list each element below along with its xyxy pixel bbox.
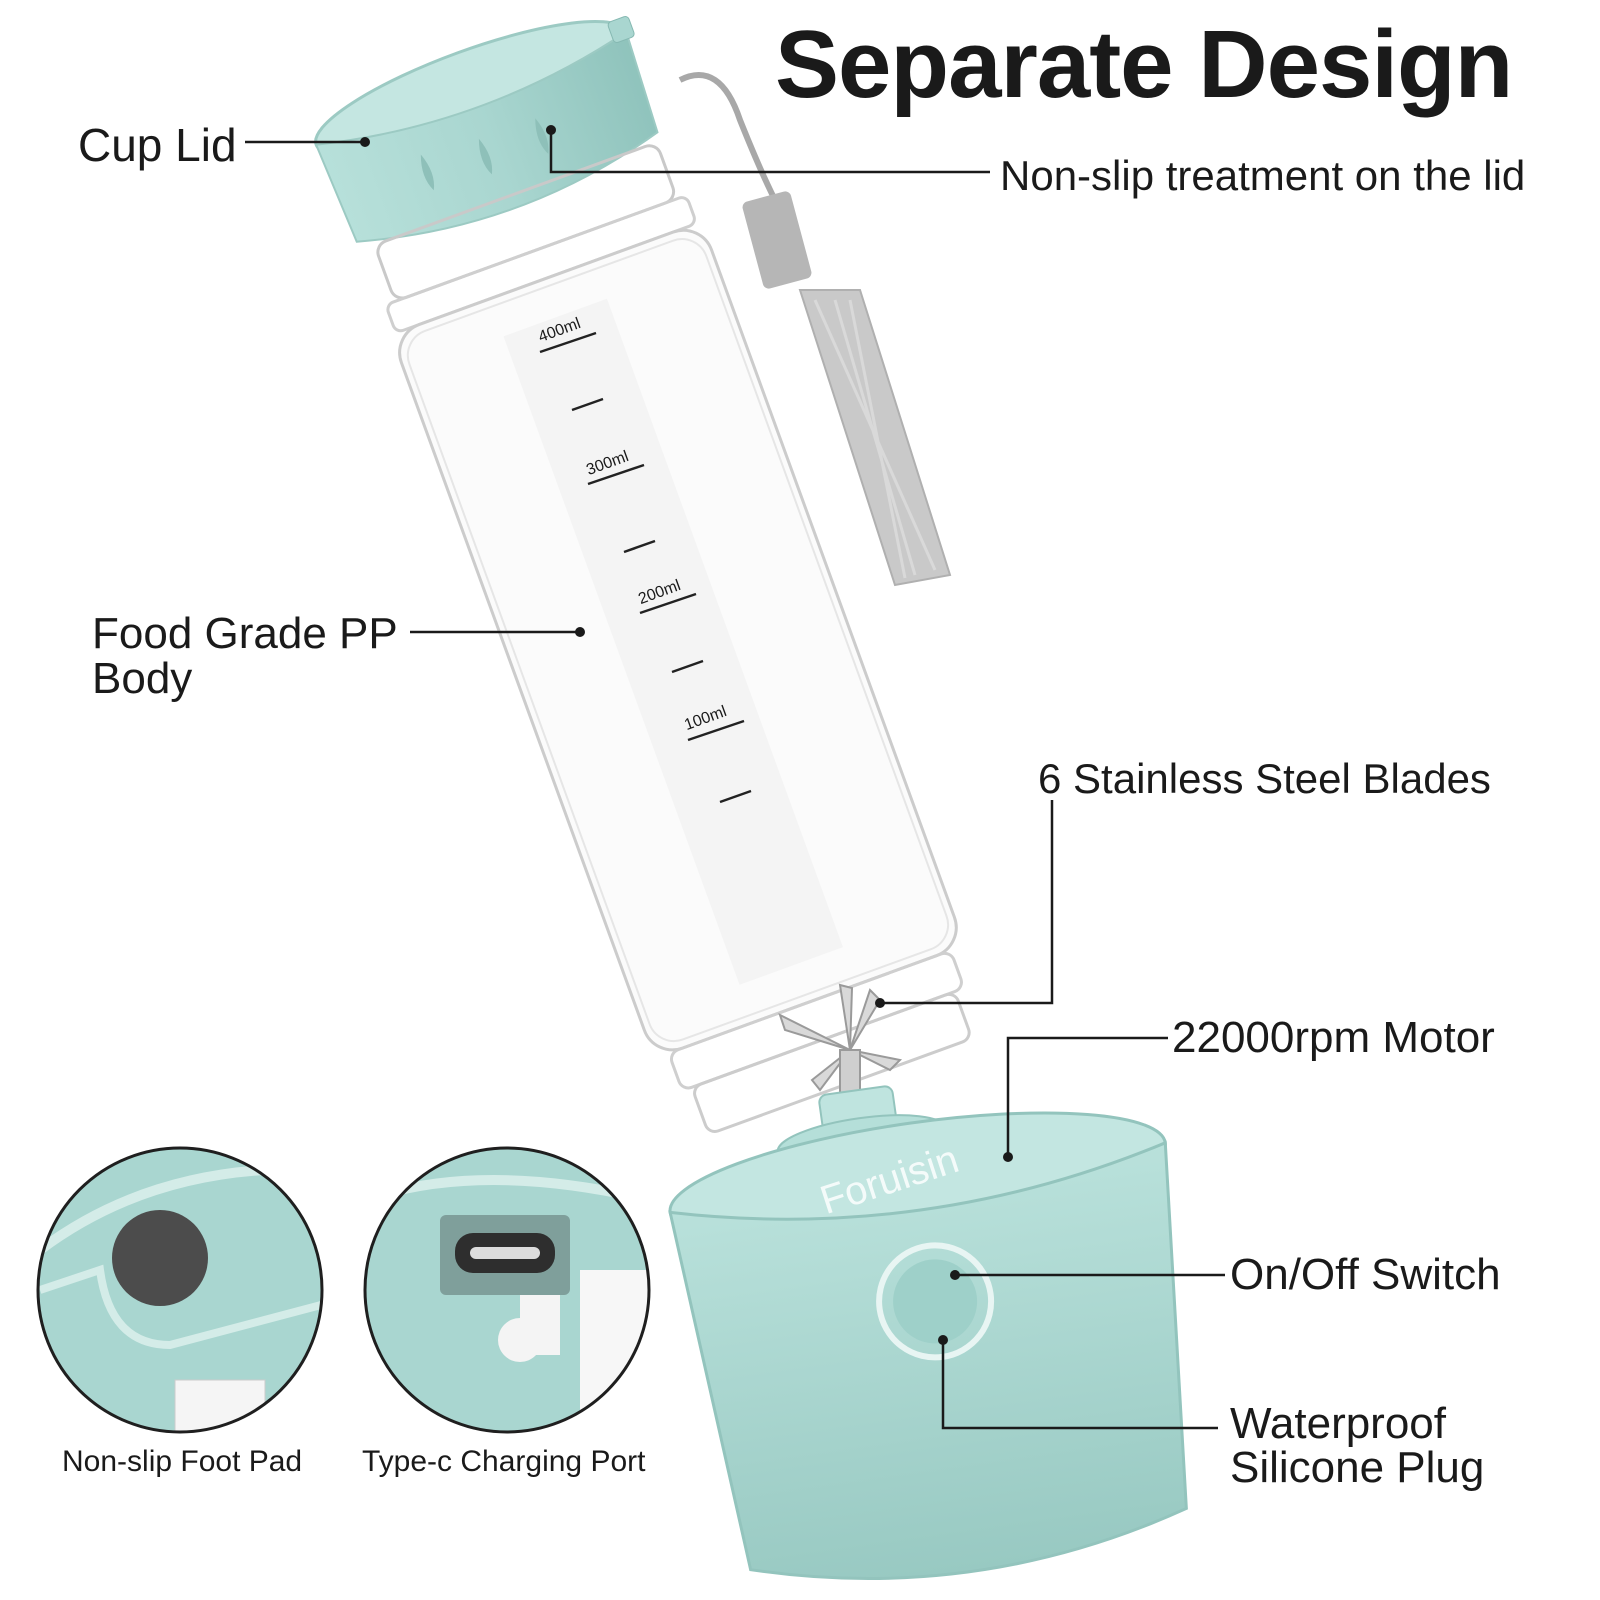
callout-body-line2: Body [92, 654, 193, 703]
cup-lid-illustration [314, 16, 659, 243]
callout-switch: On/Off Switch [1230, 1250, 1501, 1299]
blade-assembly [778, 983, 903, 1101]
leader-dots [360, 125, 1013, 1345]
foot-pad-detail [36, 1146, 324, 1434]
cup-body-illustration [376, 144, 971, 1133]
callout-motor: 22000rpm Motor [1172, 1013, 1495, 1062]
lanyard-strap [678, 72, 952, 587]
motor-base-illustration [668, 1085, 1188, 1581]
callout-plug-line1: Waterproof [1230, 1399, 1447, 1448]
leader-lines [245, 132, 1225, 1430]
caption-foot-pad: Non-slip Foot Pad [62, 1445, 303, 1478]
callout-blades: 6 Stainless Steel Blades [1038, 755, 1491, 802]
scale-ticks [539, 331, 752, 804]
page-title: Separate Design [775, 11, 1513, 118]
charging-port-detail [363, 1146, 651, 1434]
caption-charging-port: Type-c Charging Port [362, 1445, 646, 1478]
callout-non-slip-lid: Non-slip treatment on the lid [1000, 152, 1526, 199]
callout-body-line1: Food Grade PP [92, 609, 398, 658]
callout-cup-lid: Cup Lid [78, 119, 237, 171]
callout-plug-line2: Silicone Plug [1230, 1443, 1485, 1492]
